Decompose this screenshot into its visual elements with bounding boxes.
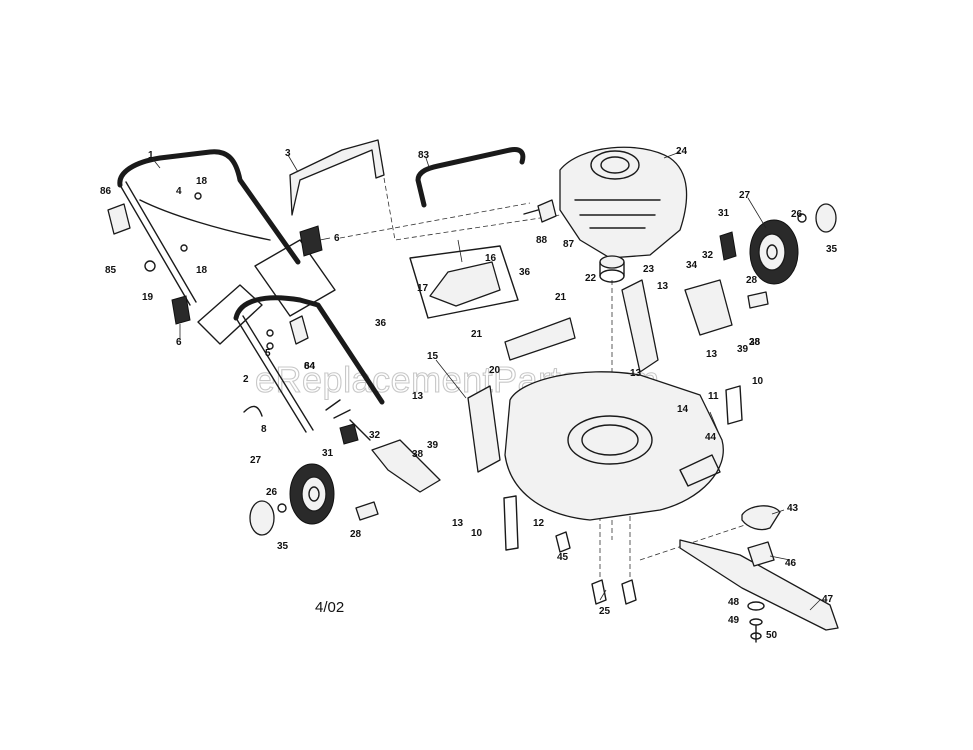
callout-label: 15 [427, 351, 439, 362]
callout-label: 38 [749, 337, 761, 348]
callout-label: 47 [822, 594, 834, 605]
callout-label: 16 [485, 253, 497, 264]
hardware-parts [107, 192, 807, 605]
callout-labels: 1 2 3 4 5 6 6 8 10 10 11 12 13 13 13 13 … [100, 146, 838, 641]
callout-label: 24 [676, 146, 688, 157]
callout-label: 13 [706, 349, 718, 360]
callout-label: 45 [557, 552, 569, 563]
callout-label: 20 [489, 365, 501, 376]
callout-label: 2 [243, 374, 249, 385]
callout-label: 46 [785, 558, 797, 569]
callout-label: 11 [708, 391, 719, 402]
callout-label: 36 [375, 318, 387, 329]
callout-label: 18 [196, 176, 208, 187]
callout-label: 13 [657, 281, 669, 292]
right-wheel-part [749, 219, 799, 285]
assembly-outline-boxes [197, 239, 336, 345]
callout-label: 19 [142, 292, 154, 303]
callout-label: 36 [519, 267, 531, 278]
callout-label: 35 [826, 244, 838, 255]
callout-label: 31 [322, 448, 334, 459]
callout-label: 5 [265, 348, 271, 359]
callout-label: 17 [417, 283, 429, 294]
right-hubcap-part [815, 203, 837, 233]
callout-label: 21 [555, 292, 567, 303]
callout-label: 13 [452, 518, 464, 529]
lower-handle-part [233, 295, 385, 433]
callout-label: 85 [105, 265, 117, 276]
callout-label: 13 [630, 368, 642, 379]
left-height-adjuster-part [349, 419, 441, 493]
engine-part [559, 146, 688, 259]
callout-label: 39 [427, 440, 439, 451]
callout-label: 39 [737, 344, 749, 355]
callout-label: 26 [266, 487, 278, 498]
blade-hub-part [747, 541, 775, 567]
left-wheel-part [289, 463, 335, 525]
callout-label: 1 [148, 150, 154, 161]
callout-label: 23 [643, 264, 655, 275]
chute-detail-box [409, 245, 519, 319]
throttle-bracket-part [537, 199, 557, 223]
rear-bracket-part [467, 385, 501, 473]
callout-label: 87 [563, 239, 575, 250]
callout-label: 6 [334, 233, 340, 244]
callout-label: 32 [369, 430, 381, 441]
date-code: 4/02 [315, 599, 344, 616]
callout-label: 28 [746, 275, 758, 286]
callout-label: 27 [739, 190, 751, 201]
callout-label: 4 [176, 186, 182, 197]
callout-label: 10 [752, 376, 764, 387]
upper-handle-part [117, 149, 301, 306]
callout-label: 48 [728, 597, 740, 608]
callout-label: 28 [350, 529, 362, 540]
blade-adapter-part [741, 505, 781, 531]
pulley-part [599, 255, 625, 283]
callout-label: 38 [412, 449, 424, 460]
callout-label: 31 [718, 208, 730, 219]
callout-label: 6 [176, 337, 182, 348]
callout-label: 43 [787, 503, 799, 514]
deck-bracket-part [621, 279, 659, 373]
callout-label: 14 [677, 404, 689, 415]
deflector-plate-part [504, 317, 576, 361]
callout-label: 27 [250, 455, 262, 466]
cable-bracket-part [289, 139, 385, 216]
callout-label: 25 [599, 606, 611, 617]
callout-label: 21 [471, 329, 483, 340]
blade-bolt-part [747, 601, 765, 643]
callout-label: 34 [686, 260, 698, 271]
left-hubcap-part [249, 500, 275, 536]
callout-label: 3 [285, 148, 291, 159]
right-height-adjuster-part [684, 279, 733, 336]
mower-deck-part [504, 371, 724, 521]
callout-label: 35 [277, 541, 289, 552]
callout-label: 18 [196, 265, 208, 276]
callout-label: 8 [261, 424, 267, 435]
callout-label: 49 [728, 615, 740, 626]
callout-label: 88 [536, 235, 548, 246]
callout-label: 10 [471, 528, 483, 539]
callout-label: 32 [702, 250, 714, 261]
callout-label: 50 [766, 630, 778, 641]
callout-label: 22 [585, 273, 597, 284]
control-bail-part [415, 147, 526, 208]
callout-label: 86 [100, 186, 112, 197]
callout-label: 13 [412, 391, 424, 402]
callout-label: 64 [304, 361, 316, 372]
callout-label: 28 [749, 337, 761, 348]
callout-label: 12 [533, 518, 545, 529]
callout-leaders [151, 151, 821, 611]
callout-label: 83 [418, 150, 430, 161]
callout-label: 84 [304, 361, 316, 372]
callout-label: 44 [705, 432, 717, 443]
callout-label: 26 [791, 209, 803, 220]
